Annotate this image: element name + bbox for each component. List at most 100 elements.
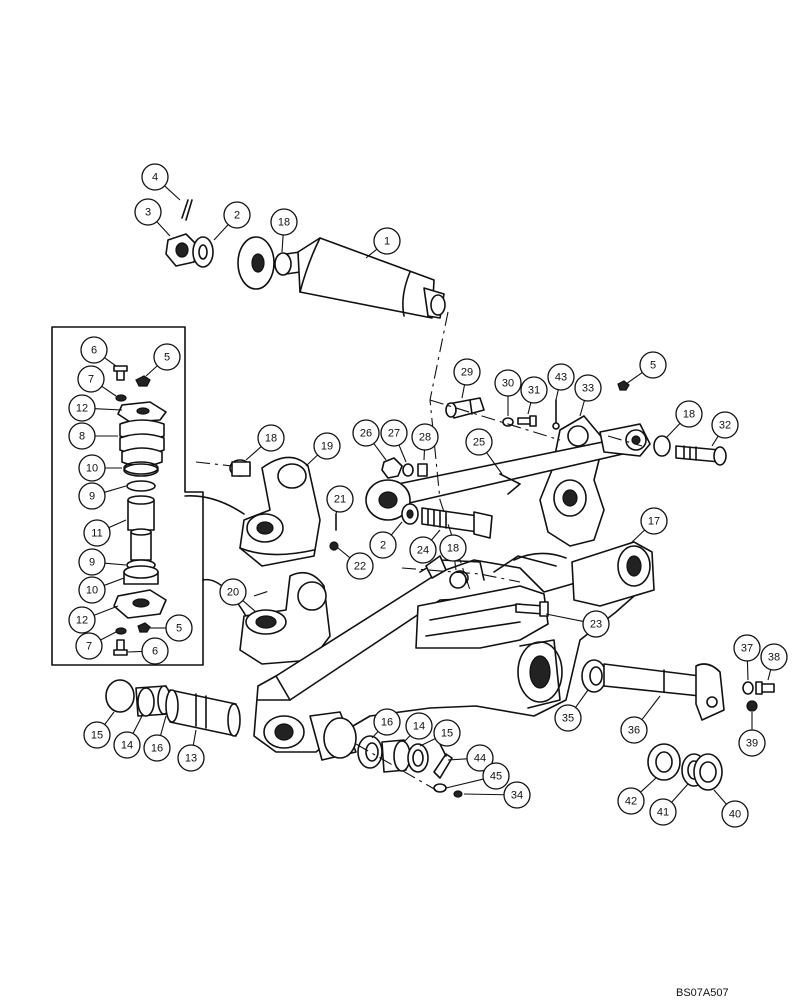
callout-circle: [738, 729, 766, 757]
callout-c28: 28: [411, 423, 439, 461]
callout-c33: 33: [574, 374, 602, 417]
callout-number: 8: [79, 431, 85, 443]
callout-c32: 32: [711, 411, 739, 447]
callout-number: 34: [511, 790, 523, 802]
callout-c44: 44: [447, 744, 494, 772]
callout-number: 12: [76, 615, 88, 627]
callout-circle: [369, 531, 397, 559]
callout-c39: 39: [738, 712, 766, 757]
callout-number: 33: [582, 383, 594, 395]
callout-leader: [713, 789, 727, 805]
alignment-line-a: [195, 461, 233, 467]
callout-c9a: 9: [78, 482, 127, 510]
callout-circle: [639, 351, 667, 379]
callout-c13: 13: [177, 729, 205, 772]
callout-leader: [101, 385, 117, 397]
callout-c5c: 5: [625, 351, 667, 385]
callout-number: 41: [657, 807, 669, 819]
callout-leader: [93, 605, 119, 616]
bushing-18-right: [653, 435, 671, 457]
callout-c5a: 5: [145, 343, 181, 377]
callout-number: 18: [265, 433, 277, 445]
callout-number: 20: [227, 587, 239, 599]
callout-c7a: 7: [77, 365, 117, 397]
bolt-38: [755, 681, 775, 695]
inset-rubber-mounts-8: [119, 419, 165, 467]
washer-2-mid: [401, 503, 419, 525]
callout-leader: [281, 234, 284, 253]
callout-circle: [547, 363, 575, 391]
callout-leader: [746, 660, 749, 681]
callout-c36: 36: [620, 695, 661, 744]
callout-c23: 23: [545, 610, 610, 638]
callout-circle: [75, 632, 103, 660]
callout-number: 1: [384, 236, 390, 248]
callout-leader: [245, 446, 262, 461]
callout-leader: [398, 444, 407, 463]
callout-leader: [213, 224, 229, 241]
callout-circle: [165, 614, 193, 642]
callout-number: 27: [388, 428, 400, 440]
callout-number: 9: [89, 491, 95, 503]
callout-number: 39: [746, 738, 758, 750]
pivot-pin-13: [165, 689, 241, 737]
callout-circle: [83, 519, 111, 547]
inset-plate-12b: [113, 589, 167, 619]
callout-leader: [156, 221, 171, 237]
callout-number: 16: [381, 717, 393, 729]
callout-number: 3: [145, 207, 151, 219]
washer-45: [433, 783, 447, 793]
callout-leader: [305, 454, 318, 467]
bushing-16-mid: [357, 735, 383, 769]
callout-leader: [461, 384, 466, 399]
callout-c45: 45: [445, 762, 510, 790]
pin-24: [421, 507, 493, 539]
callout-number: 25: [473, 437, 485, 449]
callout-circle: [466, 744, 494, 772]
callout-circle: [270, 208, 298, 236]
callout-circle: [620, 716, 648, 744]
inset-bolt-6b: [113, 639, 128, 656]
washer-27: [402, 463, 414, 477]
callout-circle: [143, 734, 171, 762]
callout-leader: [104, 711, 115, 725]
callout-leader: [579, 400, 585, 417]
callout-number: 7: [86, 641, 92, 653]
callout-c29: 29: [453, 358, 481, 399]
callout-circle: [617, 787, 645, 815]
bolt-23: [515, 601, 549, 617]
callout-circle: [113, 731, 141, 759]
callout-number: 5: [164, 352, 170, 364]
pivot-pin-36: [603, 663, 725, 721]
callout-number: 35: [562, 713, 574, 725]
inset-ring-10b: [123, 565, 159, 585]
lock-plate-44: [433, 743, 453, 779]
callout-number: 7: [88, 374, 94, 386]
callout-circle: [223, 201, 251, 229]
callout-c37: 37: [733, 634, 761, 681]
callout-leader: [103, 577, 125, 586]
callout-c7b: 7: [75, 631, 117, 660]
callout-number: 12: [76, 403, 88, 415]
callout-c6b: 6: [127, 637, 169, 665]
callout-circle: [453, 358, 481, 386]
callout-number: 38: [768, 652, 780, 664]
alignment-line-f: [607, 435, 643, 447]
callout-number: 24: [417, 545, 429, 557]
callout-circle: [219, 578, 247, 606]
callout-leader: [132, 715, 143, 734]
inset-plate-12: [117, 401, 167, 423]
callout-c24: 24: [409, 529, 441, 564]
callout-c14a: 14: [113, 715, 143, 759]
bearing-14-left: [135, 685, 171, 717]
callout-circle: [405, 712, 433, 740]
bolt-34: [453, 790, 463, 798]
callout-leader: [527, 402, 532, 415]
callout-circle: [77, 365, 105, 393]
callout-c2b: 2: [369, 521, 403, 559]
nut-26: [381, 457, 403, 479]
callout-number: 28: [419, 432, 431, 444]
drawing-reference: BS07A507: [676, 987, 729, 999]
callout-circle: [760, 643, 788, 671]
